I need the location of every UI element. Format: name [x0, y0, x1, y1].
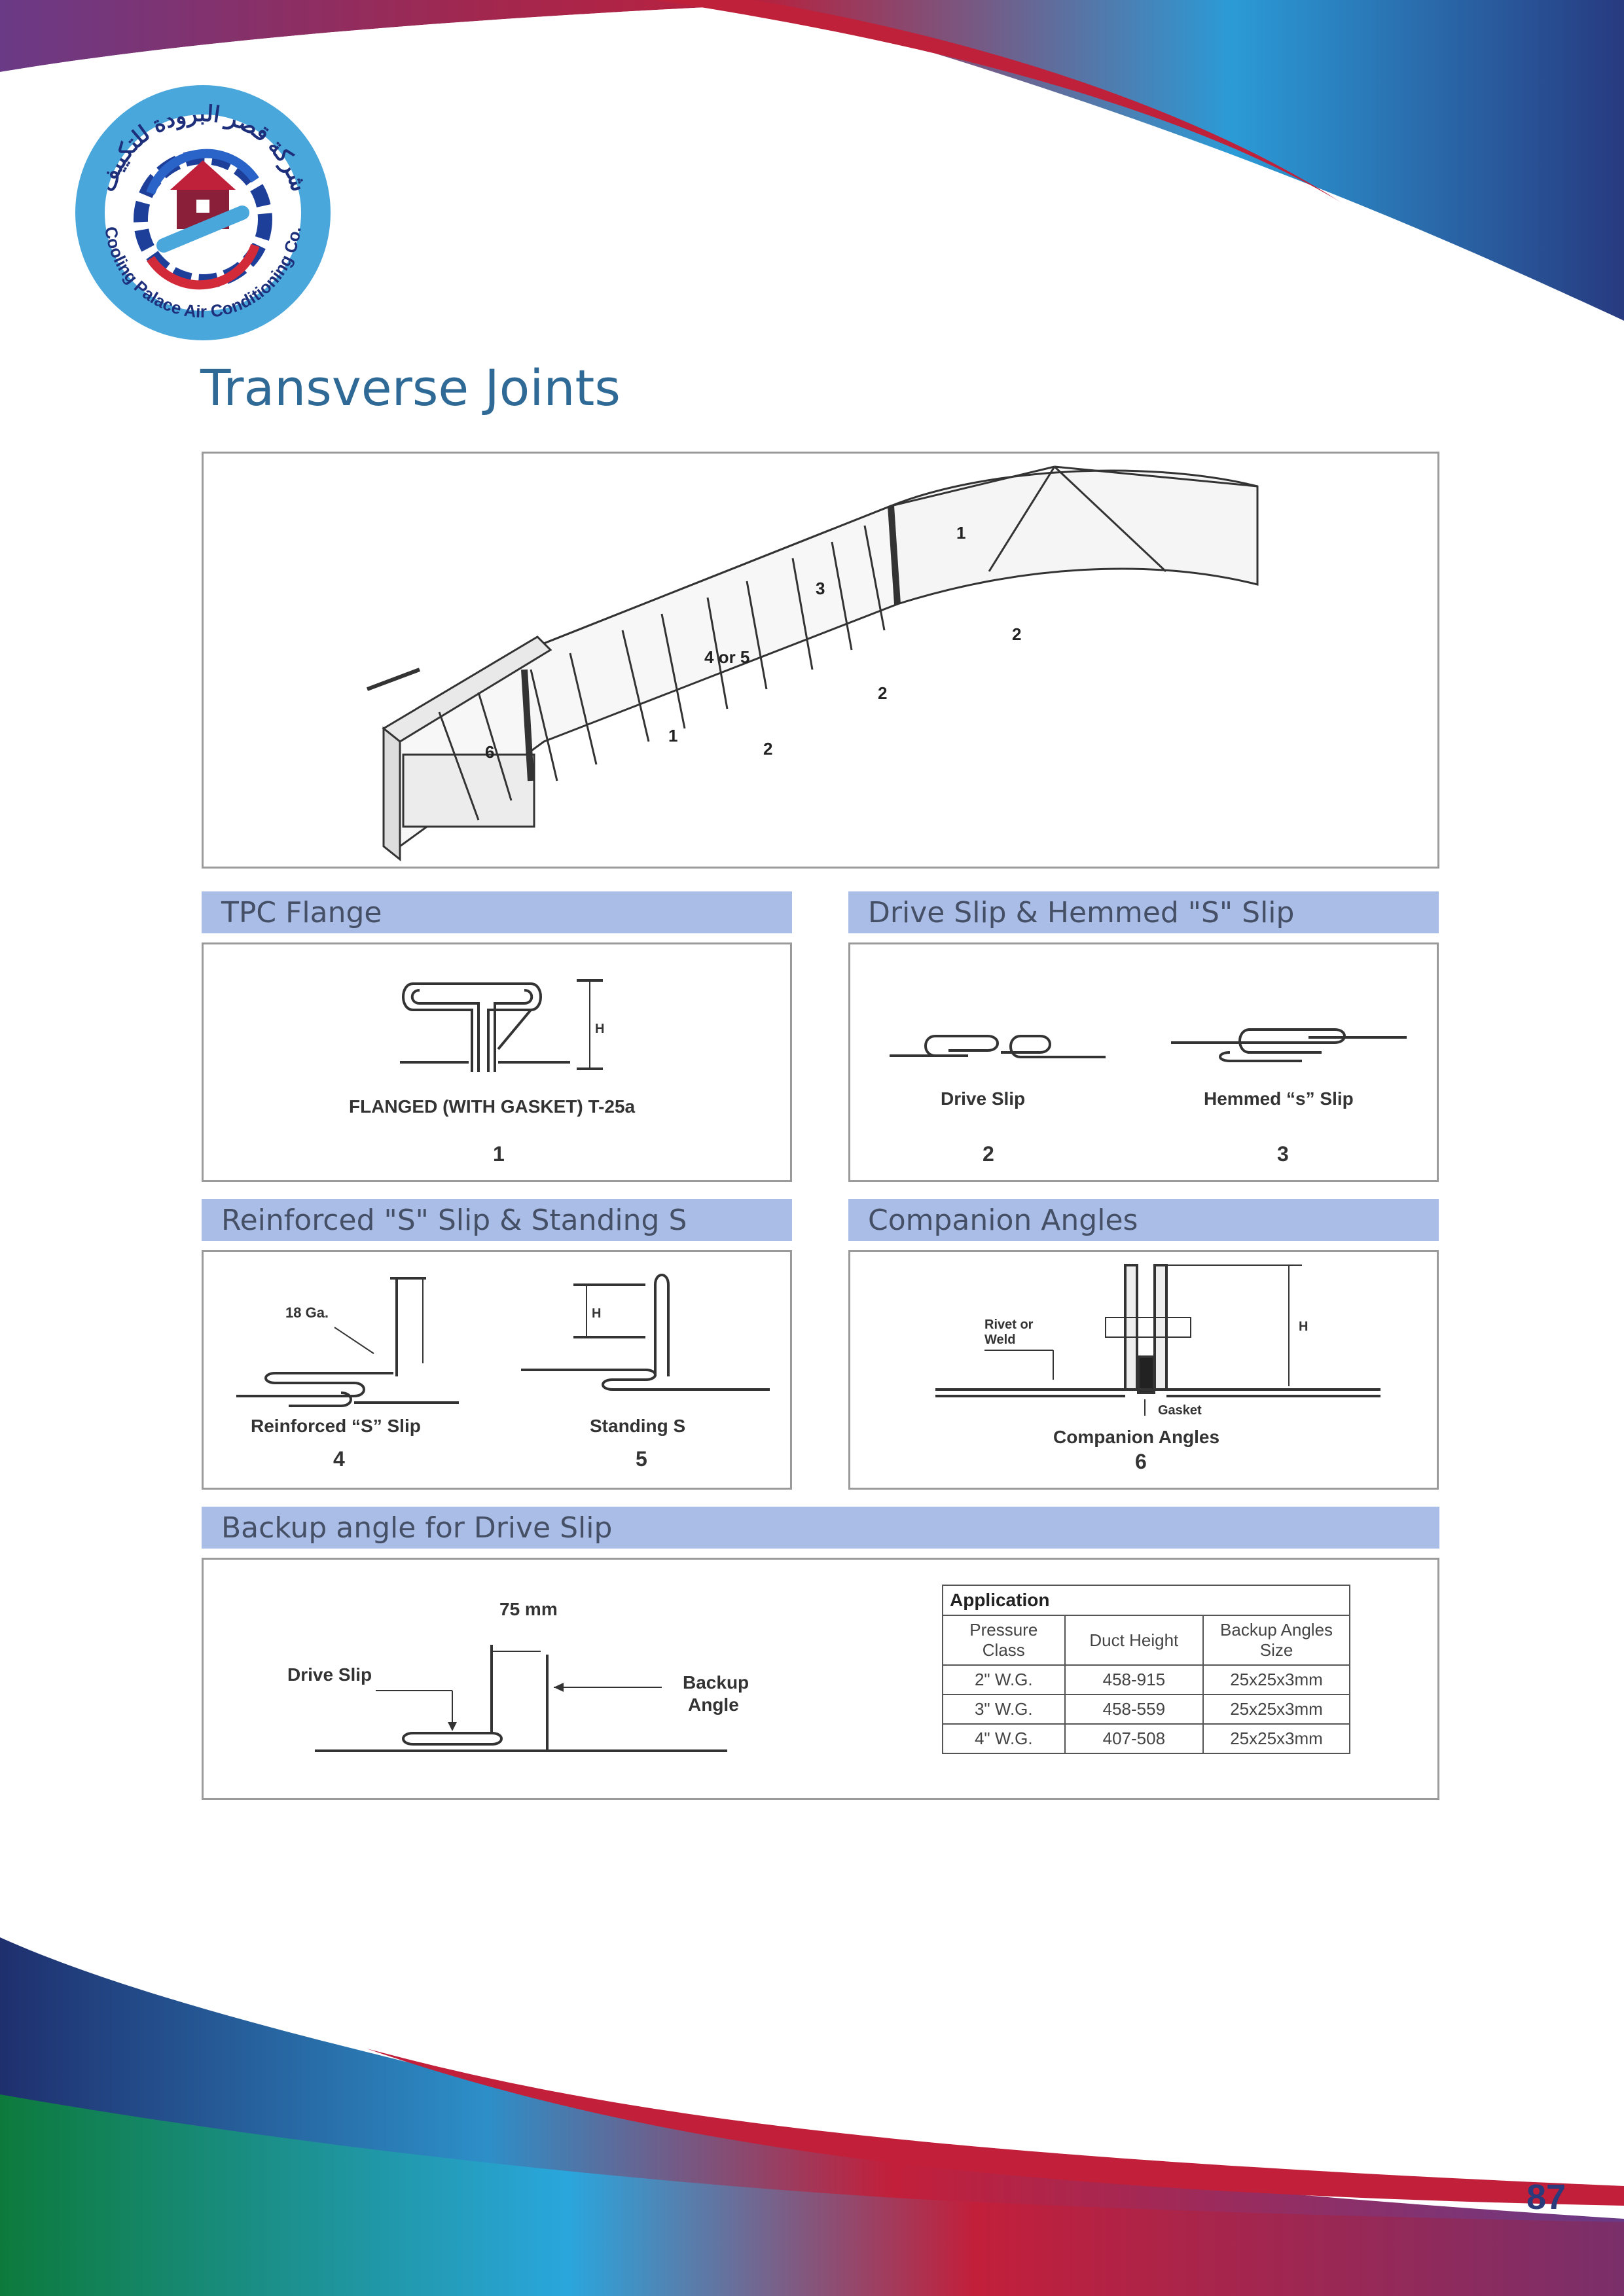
section-bar-reinforced: Reinforced "S" Slip & Standing S	[202, 1199, 792, 1241]
section-bar-companion: Companion Angles	[848, 1199, 1439, 1241]
companion-angles-caption: Companion Angles	[1053, 1427, 1220, 1447]
tpc-flange-caption: FLANGED (WITH GASKET) T-25a	[349, 1096, 636, 1117]
backup-angle-label-1: Backup	[683, 1672, 749, 1693]
companion-rivet-label: Rivet or	[984, 1318, 1034, 1332]
companion-dim-h: H	[1299, 1319, 1308, 1334]
callout-4-or-5: 4 or 5	[704, 647, 749, 667]
hemmed-slip-drawing	[1171, 1028, 1407, 1062]
drive-slip-caption: Drive Slip	[941, 1088, 1026, 1109]
callout-1-bottom: 1	[668, 726, 677, 745]
panel-companion: H Rivet or Weld Gasket Companion Angles …	[848, 1250, 1439, 1490]
reinforced-slip-drawing: 18 Ga.	[236, 1277, 459, 1407]
reinforced-gauge-label: 18 Ga.	[285, 1304, 329, 1321]
application-table: Application Pressure Class Duct Height B…	[942, 1585, 1350, 1754]
section-title-backup: Backup angle for Drive Slip	[221, 1511, 613, 1545]
callout-2-bottom: 2	[763, 739, 772, 759]
hemmed-slip-caption: Hemmed “s” Slip	[1204, 1088, 1354, 1109]
callout-3: 3	[816, 579, 825, 598]
table-row: 2" W.G. 458-915 25x25x3mm	[942, 1664, 1350, 1695]
backup-drive-slip-label: Drive Slip	[287, 1664, 372, 1685]
table-title-row: Application	[942, 1585, 1350, 1616]
table-title: Application	[942, 1585, 1350, 1616]
tpc-flange-drawing: H	[400, 979, 604, 1072]
main-duct-figure-panel: 1 2 3 4 or 5 2 1 2 6	[202, 452, 1439, 869]
reinforced-slip-caption: Reinforced “S” Slip	[251, 1416, 421, 1436]
tpc-dim-h: H	[595, 1022, 604, 1036]
table-header-row: Pressure Class Duct Height Backup Angles…	[942, 1615, 1350, 1666]
section-title-reinforced: Reinforced "S" Slip & Standing S	[221, 1203, 687, 1237]
companion-gasket-label: Gasket	[1158, 1403, 1202, 1416]
section-bar-backup: Backup angle for Drive Slip	[202, 1507, 1439, 1549]
companion-angles-drawing: H Rivet or Weld Gasket	[935, 1264, 1380, 1416]
table-cell: 25x25x3mm	[1202, 1694, 1350, 1725]
table-cell: 458-559	[1064, 1694, 1204, 1725]
panel-reinforced: 18 Ga. H Reinforced “S” Slip Standing S …	[202, 1250, 792, 1490]
panel-tpc-flange: H FLANGED (WITH GASKET) T-25a 1	[202, 942, 792, 1182]
section-title-drive-slip: Drive Slip & Hemmed "S" Slip	[868, 895, 1295, 929]
top-decorative-swoosh	[0, 0, 1624, 321]
backup-angle-drawing	[315, 1645, 727, 1752]
table-cell: 458-915	[1064, 1664, 1204, 1695]
section-title-tpc-flange: TPC Flange	[221, 895, 382, 929]
table-header: Duct Height	[1064, 1615, 1204, 1666]
table-header: Pressure Class	[942, 1615, 1066, 1666]
table-cell: 25x25x3mm	[1202, 1664, 1350, 1695]
companion-angles-number: 6	[1135, 1450, 1147, 1473]
table-cell: 3" W.G.	[942, 1694, 1066, 1725]
hemmed-slip-number: 3	[1277, 1142, 1289, 1166]
table-header: Backup Angles Size	[1202, 1615, 1350, 1666]
page-title: Transverse Joints	[200, 359, 621, 417]
panel-drive-slip: Drive Slip Hemmed “s” Slip 2 3	[848, 942, 1439, 1182]
callout-2-middle: 2	[878, 683, 887, 703]
company-logo: شركة قصر البرودة للتكييف Cooling Palace …	[75, 85, 331, 340]
table-cell: 25x25x3mm	[1202, 1723, 1350, 1754]
section-bar-drive-slip: Drive Slip & Hemmed "S" Slip	[848, 891, 1439, 933]
standing-s-number: 5	[636, 1447, 647, 1471]
table-row: 3" W.G. 458-559 25x25x3mm	[942, 1694, 1350, 1725]
standing-s-caption: Standing S	[590, 1416, 686, 1436]
callout-6: 6	[485, 742, 494, 762]
bottom-decorative-swoosh	[0, 1937, 1624, 2296]
table-cell: 407-508	[1064, 1723, 1204, 1754]
backup-angle-label-2: Angle	[688, 1695, 739, 1715]
table-cell: 2" W.G.	[942, 1664, 1066, 1695]
reinforced-slip-number: 4	[333, 1447, 345, 1471]
section-title-companion: Companion Angles	[868, 1203, 1138, 1237]
standing-dim-h: H	[592, 1306, 601, 1321]
standing-s-drawing: H	[521, 1274, 770, 1391]
drive-slip-number: 2	[983, 1142, 994, 1166]
table-row: 4" W.G. 407-508 25x25x3mm	[942, 1723, 1350, 1754]
section-bar-tpc-flange: TPC Flange	[202, 891, 792, 933]
page-number: 87	[1526, 2178, 1566, 2217]
callout-1-top: 1	[956, 523, 965, 543]
companion-weld-label: Weld	[984, 1333, 1015, 1347]
backup-dimension-label: 75 mm	[499, 1599, 558, 1619]
drive-slip-drawing	[890, 1035, 1106, 1058]
panel-backup: 75 mm Drive Slip Backup Angle Applicatio…	[202, 1558, 1439, 1800]
tpc-flange-number: 1	[493, 1142, 505, 1166]
table-cell: 4" W.G.	[942, 1723, 1066, 1754]
duct-assembly-drawing: 1 2 3 4 or 5 2 1 2 6	[366, 465, 1259, 862]
callout-2-right: 2	[1012, 624, 1021, 644]
